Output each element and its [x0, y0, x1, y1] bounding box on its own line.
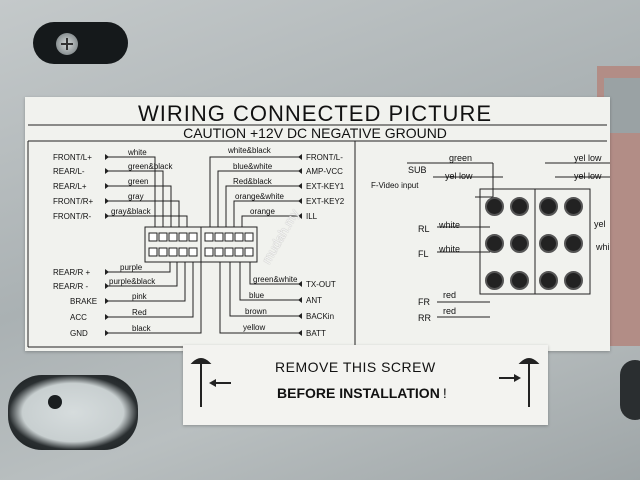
rca-jack: [510, 234, 529, 253]
pin-rear-l-minus: REAR/L-: [53, 167, 85, 176]
rca-color: red: [443, 290, 457, 300]
wiring-lines: [27, 124, 610, 348]
small-hole: [48, 395, 62, 409]
right-bracket-inner: [604, 78, 640, 133]
screw-illustrations: [190, 358, 540, 407]
wire-color: white&black: [228, 146, 271, 155]
rca-color: yel: [594, 219, 606, 229]
wire-color: blue: [249, 291, 265, 300]
rca-label-rl: RL: [418, 224, 430, 234]
pin-ill: ILL: [306, 212, 318, 221]
rca-jack: [564, 234, 583, 253]
wire-color: green&black: [128, 162, 173, 171]
wire-color: gray: [128, 192, 144, 201]
pin-amp-vcc: AMP-VCC: [306, 167, 343, 176]
wire-color: blue&white: [233, 162, 273, 171]
wire-color: pink: [132, 292, 147, 301]
rca-jack: [539, 197, 558, 216]
wire-color: Red&black: [233, 177, 272, 186]
rca-color: whi: [596, 242, 610, 252]
rca-jack: [564, 197, 583, 216]
rca-color: red: [443, 306, 457, 316]
wire-color: brown: [245, 307, 267, 316]
rca-jack: [564, 271, 583, 290]
pin-ext-key1: EXT-KEY1: [306, 182, 345, 191]
screw-line2: BEFORE INSTALLATION!: [277, 385, 447, 401]
caution-text: CAUTION +12V DC NEGATIVE GROUND: [183, 125, 447, 141]
screw-line2-text: BEFORE INSTALLATION: [277, 385, 440, 401]
screw-line1: REMOVE THIS SCREW: [275, 359, 436, 375]
pin-acc: ACC: [70, 313, 87, 322]
wire-color: green: [128, 177, 149, 186]
rca-jack: [510, 197, 529, 216]
pin-gnd: GND: [70, 329, 88, 338]
pin-backin: BACKin: [306, 312, 335, 321]
exclamation: !: [442, 385, 447, 401]
screw-warning-label: REMOVE THIS SCREW BEFORE INSTALLATION!: [183, 345, 548, 425]
pin-brake: BRAKE: [70, 297, 98, 306]
rca-color: white: [439, 244, 461, 254]
wire-color: Red: [132, 308, 147, 317]
pin-front-l-plus: FRONT/L+: [53, 153, 92, 162]
pin-ext-key2: EXT-KEY2: [306, 197, 345, 206]
harness-connector: [144, 226, 258, 263]
rca-label-fl: FL: [418, 249, 429, 259]
rca-color: yel low: [574, 153, 602, 163]
bottom-left-opening: [8, 375, 138, 450]
wire-color: purple: [120, 263, 143, 272]
wire-color: green&white: [253, 275, 298, 284]
rca-label-rr: RR: [418, 313, 431, 323]
right-edge-hole: [620, 360, 640, 420]
wire-color: orange&white: [235, 192, 284, 201]
wire-color: gray&black: [111, 207, 151, 216]
pin-front-r-plus: FRONT/R+: [53, 197, 94, 206]
rca-color: yel low: [445, 171, 473, 181]
pin-batt: BATT: [306, 329, 326, 338]
mounting-screw: [56, 33, 78, 55]
rca-jack: [539, 234, 558, 253]
wire-color: purple&black: [109, 277, 156, 286]
pin-front-r-minus: FRONT/R-: [53, 212, 92, 221]
rca-jack: [510, 271, 529, 290]
rca-jack: [539, 271, 558, 290]
pin-rear-l-plus: REAR/L+: [53, 182, 87, 191]
rca-label-video: F-Video input: [371, 181, 419, 190]
wire-color: white: [128, 148, 147, 157]
wire-color: yellow: [243, 323, 266, 332]
rca-color: green: [449, 153, 473, 163]
pin-front-l-minus: FRONT/L-: [306, 153, 343, 162]
pin-rear-r-plus: REAR/R +: [53, 268, 91, 277]
label-title: WIRING CONNECTED PICTURE: [138, 101, 492, 126]
rca-color: white: [439, 220, 461, 230]
rca-jack: [485, 271, 504, 290]
wiring-label: WIRING CONNECTED PICTURE CAUTION +12V DC…: [25, 97, 610, 351]
wire-color: orange: [250, 207, 275, 216]
top-left-slot: [33, 22, 128, 64]
rca-color: yel low: [574, 171, 602, 181]
wire-color: black: [132, 324, 151, 333]
rca-label-sub: SUB: [408, 165, 427, 175]
pin-tx-out: TX-OUT: [306, 280, 336, 289]
pin-ant: ANT: [306, 296, 322, 305]
rca-jack: [485, 234, 504, 253]
rca-jack: [485, 197, 504, 216]
rca-label-fr: FR: [418, 297, 430, 307]
pin-rear-r-minus: REAR/R -: [53, 282, 89, 291]
